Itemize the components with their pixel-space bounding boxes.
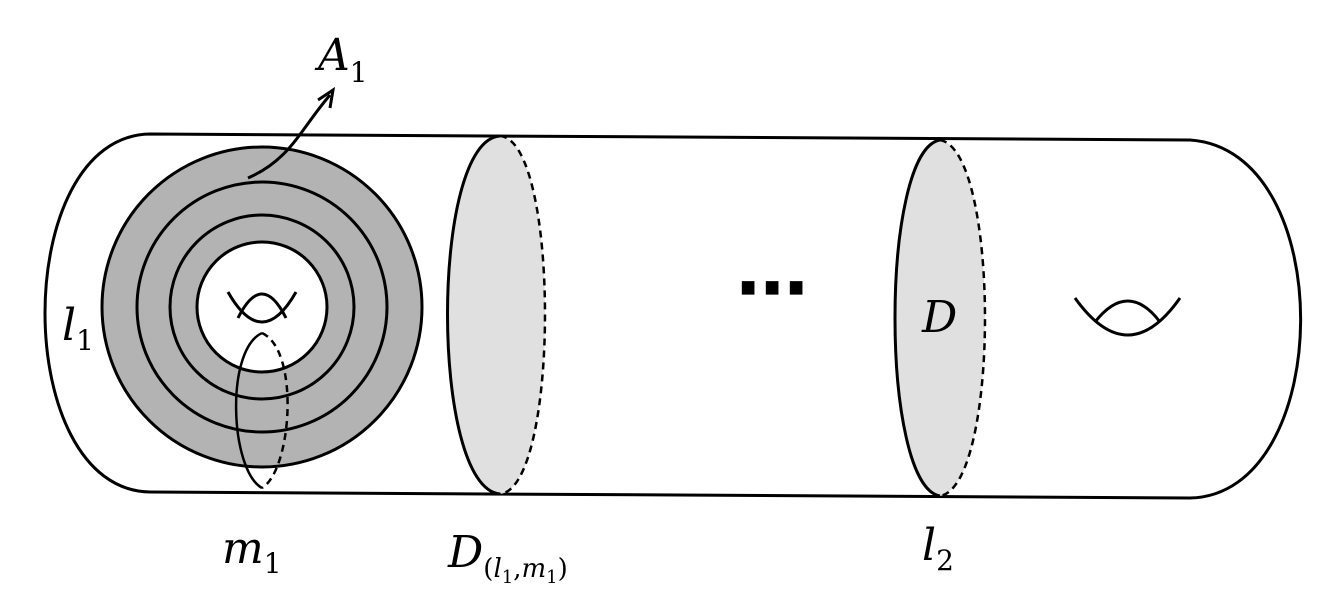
label-l1: l1 — [62, 300, 94, 357]
meridian-m1-dashed — [261, 331, 289, 490]
label-d: D — [921, 292, 957, 343]
surface-outline — [43, 132, 1303, 500]
disk-d-l1-m1-back — [499, 134, 547, 496]
annulus-inner-circle — [135, 180, 389, 434]
disk-d-front — [893, 138, 941, 498]
handle-top-arc — [236, 292, 288, 319]
handle-arc — [226, 291, 298, 324]
disk-d-l1-m1-front — [446, 134, 501, 496]
right-handle-arc — [1073, 297, 1182, 337]
label-m1: m1 — [222, 523, 282, 580]
label-a1: A1 — [314, 30, 368, 89]
right-handle-top-arc — [1093, 299, 1162, 323]
disk-d-l1-m1 — [447, 136, 545, 494]
ellipsis: ⋯ — [736, 246, 808, 330]
disk-d — [895, 140, 985, 496]
label-l2: l2 — [922, 520, 954, 577]
a1-arrow — [247, 94, 332, 180]
label-d-l1-m1: D(l1,m1) — [447, 527, 568, 588]
handle-hole — [195, 240, 329, 374]
a1-arrowhead — [317, 86, 336, 109]
disk-d-back — [939, 138, 987, 498]
meridian-m1-solid — [234, 331, 263, 490]
